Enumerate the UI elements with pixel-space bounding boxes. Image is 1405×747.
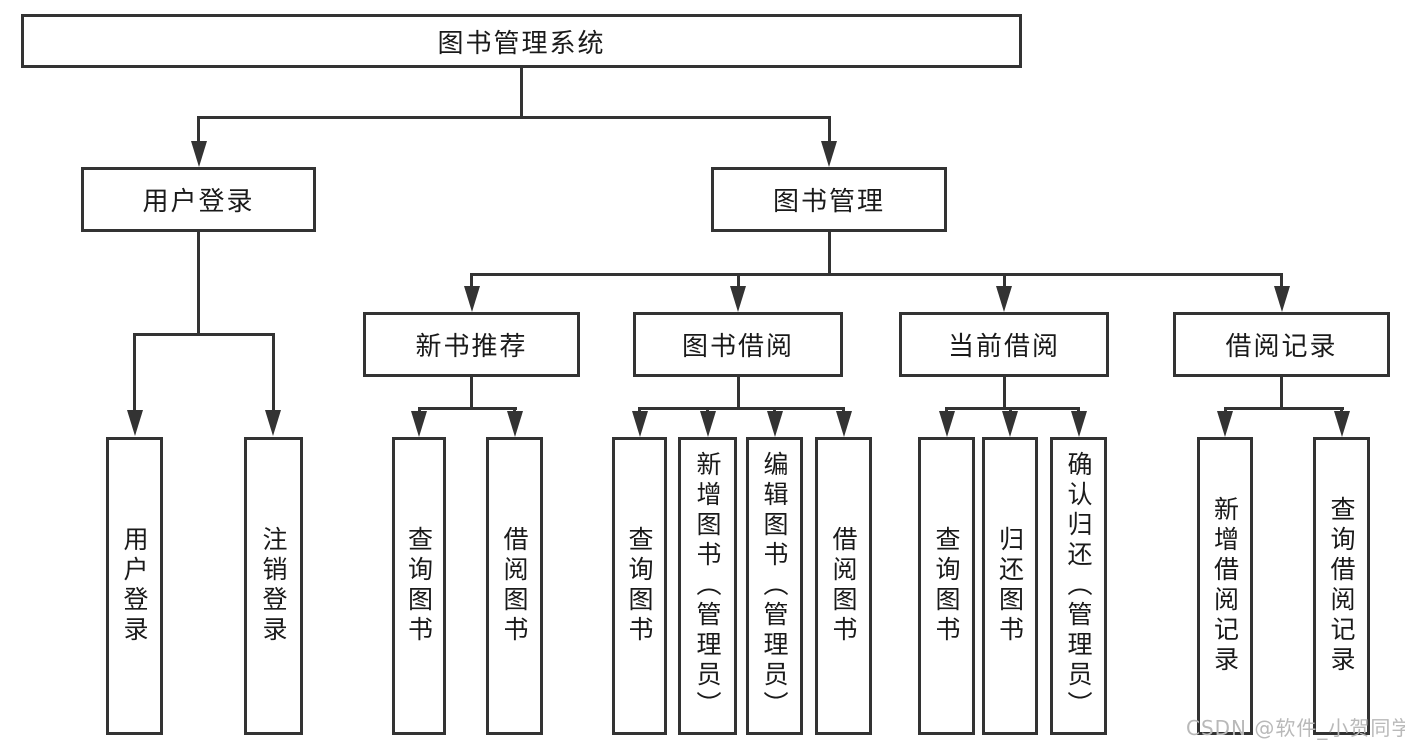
connector-line — [638, 407, 845, 410]
node-root-label: 图书管理系统 — [437, 28, 606, 59]
connector-line — [520, 68, 523, 117]
connector-line — [417, 407, 517, 410]
leaf-bb-edit-book-admin-label: 编辑图书（管理员） — [760, 451, 789, 721]
arrowhead-down-icon — [996, 286, 1012, 312]
connector-line — [1280, 377, 1283, 408]
connector-line — [197, 232, 200, 334]
node-book-mgmt-label: 图书管理 — [772, 187, 885, 217]
connector-line — [417, 407, 421, 412]
leaf-bb-add-book-admin-label: 新增图书（管理员） — [693, 451, 722, 721]
leaf-nb-query-book-label: 查询图书 — [404, 526, 434, 646]
watermark: CSDN @软件_小贺同学 — [1186, 716, 1405, 740]
leaf-cb-query-book: 查询图书 — [918, 437, 975, 735]
arrowhead-down-icon — [821, 141, 837, 167]
connector-line — [1008, 407, 1012, 412]
connector-line — [1002, 273, 1006, 286]
leaf-cb-return-book: 归还图书 — [982, 437, 1038, 735]
leaf-user-login-label: 用户登录 — [120, 526, 149, 646]
leaf-cb-confirm-return-admin: 确认归还（管理员） — [1050, 437, 1107, 735]
arrowhead-down-icon — [1217, 411, 1233, 437]
leaf-logout-login: 注销登录 — [244, 437, 303, 735]
connector-line — [736, 377, 740, 408]
connector-line — [513, 407, 516, 412]
connector-line — [133, 333, 275, 336]
arrowhead-down-icon — [411, 411, 427, 437]
leaf-logout-login-label: 注销登录 — [259, 526, 288, 646]
connector-line — [1077, 407, 1080, 412]
node-book-borrow-label: 图书借阅 — [681, 332, 794, 362]
leaf-bb-borrow-book-label: 借阅图书 — [829, 526, 858, 646]
node-borrow-record: 借阅记录 — [1173, 312, 1390, 377]
arrowhead-down-icon — [1070, 411, 1087, 437]
connector-line — [271, 333, 275, 410]
leaf-nb-query-book: 查询图书 — [392, 437, 446, 735]
arrowhead-down-icon — [631, 411, 648, 437]
connector-line — [1223, 407, 1344, 410]
leaf-cb-query-book-label: 查询图书 — [932, 526, 961, 646]
connector-line — [470, 273, 1283, 276]
connector-line — [470, 377, 473, 408]
leaf-br-add-borrow-record: 新增借阅记录 — [1197, 437, 1253, 735]
connector-line — [197, 116, 200, 144]
leaf-bb-add-book-admin: 新增图书（管理员） — [678, 437, 737, 735]
node-root: 图书管理系统 — [21, 14, 1022, 68]
connector-line — [1280, 273, 1283, 286]
arrowhead-down-icon — [265, 410, 281, 436]
connector-line — [773, 407, 776, 412]
leaf-bb-borrow-book: 借阅图书 — [815, 437, 872, 735]
leaf-bb-edit-book-admin: 编辑图书（管理员） — [746, 437, 803, 735]
leaf-cb-return-book-label: 归还图书 — [995, 526, 1025, 646]
leaf-br-add-borrow-record-label: 新增借阅记录 — [1210, 496, 1240, 676]
leaf-br-query-borrow-record-label: 查询借阅记录 — [1327, 496, 1356, 676]
arrowhead-down-icon — [1002, 411, 1018, 437]
leaf-user-login: 用户登录 — [106, 437, 163, 735]
node-user-login: 用户登录 — [81, 167, 316, 232]
connector-line — [1223, 407, 1227, 412]
node-user-login-label: 用户登录 — [142, 187, 255, 217]
connector-line — [842, 407, 845, 412]
arrowhead-down-icon — [463, 286, 480, 312]
arrowhead-down-icon — [835, 411, 852, 437]
node-book-borrow: 图书借阅 — [633, 312, 843, 377]
arrowhead-down-icon — [1273, 286, 1290, 312]
node-new-book-recommend-label: 新书推荐 — [415, 332, 528, 362]
leaf-br-query-borrow-record: 查询借阅记录 — [1313, 437, 1370, 735]
connector-line — [945, 407, 948, 412]
leaf-bb-query-book-label: 查询图书 — [625, 526, 654, 646]
connector-line — [827, 232, 831, 274]
leaf-cb-confirm-return-admin-label: 确认归还（管理员） — [1064, 451, 1093, 721]
node-book-mgmt: 图书管理 — [711, 167, 947, 232]
arrowhead-down-icon — [1333, 411, 1350, 437]
leaf-bb-query-book: 查询图书 — [612, 437, 667, 735]
node-current-borrow-label: 当前借阅 — [947, 332, 1060, 362]
connector-line — [470, 273, 473, 286]
connector-line — [1002, 377, 1006, 408]
node-new-book-recommend: 新书推荐 — [363, 312, 580, 377]
connector-line — [1340, 407, 1343, 412]
arrowhead-down-icon — [506, 411, 523, 437]
connector-line — [736, 273, 740, 286]
connector-line — [945, 407, 1080, 410]
arrowhead-down-icon — [938, 411, 955, 437]
connector-line — [706, 407, 709, 412]
node-borrow-record-label: 借阅记录 — [1225, 332, 1338, 362]
connector-line — [133, 333, 136, 410]
arrowhead-down-icon — [766, 411, 783, 437]
arrowhead-down-icon — [126, 410, 143, 436]
arrowhead-down-icon — [699, 411, 716, 437]
arrowhead-down-icon — [190, 141, 207, 167]
connector-line — [827, 116, 831, 144]
node-current-borrow: 当前借阅 — [899, 312, 1109, 377]
arrowhead-down-icon — [730, 286, 746, 312]
connector-line — [197, 116, 831, 119]
leaf-nb-borrow-book: 借阅图书 — [486, 437, 543, 735]
leaf-nb-borrow-book-label: 借阅图书 — [500, 526, 529, 646]
connector-line — [638, 407, 641, 412]
